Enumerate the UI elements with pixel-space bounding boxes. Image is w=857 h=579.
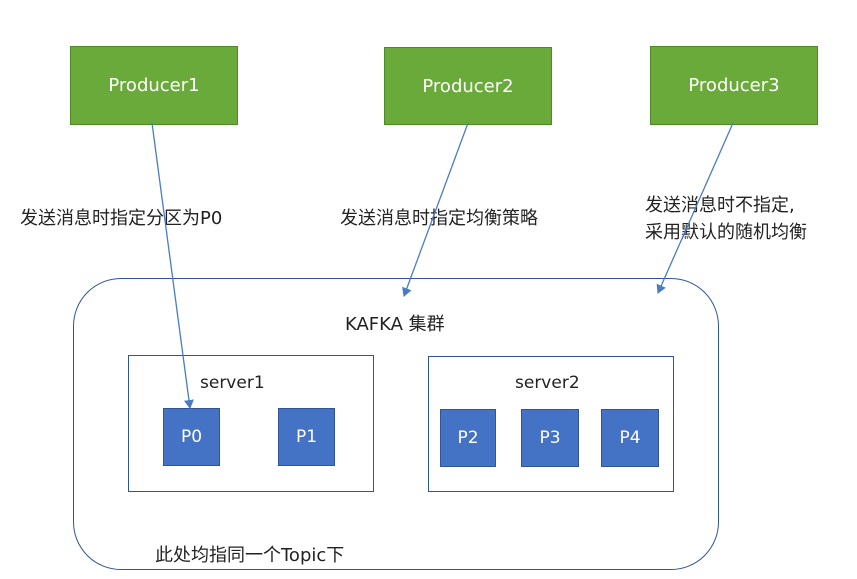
producer2-label: Producer2	[422, 75, 514, 97]
arrow-producer2-to-cluster	[402, 122, 469, 297]
partition-p3-label: P3	[539, 428, 561, 448]
producer1-annotation: 发送消息时指定分区为P0	[20, 208, 223, 229]
partition-p1-label: P1	[295, 427, 318, 447]
producer3-annotation-line2: 采用默认的随机均衡	[645, 222, 807, 243]
cluster-footer: 此处均指同一个Topic下	[155, 545, 345, 566]
partition-p1: P1	[278, 408, 335, 466]
cluster-title: KAFKA 集群	[345, 314, 445, 335]
partition-p2-label: P2	[457, 428, 479, 448]
producer2-annotation: 发送消息时指定均衡策略	[340, 208, 538, 229]
arrow-producer1-to-p0	[151, 122, 194, 409]
partition-p2: P2	[440, 409, 496, 467]
producer1-box: Producer1	[70, 46, 238, 125]
producer3-annotation-line1: 发送消息时不指定,	[645, 195, 795, 216]
server1-label: server1	[200, 373, 265, 393]
partition-p0-label: P0	[180, 427, 203, 447]
producer3-label: Producer3	[688, 75, 780, 96]
partition-p4: P4	[601, 409, 659, 467]
arrow-producer3-to-cluster	[656, 122, 734, 294]
producer3-box: Producer3	[650, 46, 818, 125]
producer2-box: Producer2	[384, 47, 552, 125]
producer1-label: Producer1	[108, 75, 200, 96]
partition-p4-label: P4	[619, 428, 641, 448]
partition-p3: P3	[521, 409, 579, 467]
kafka-cluster	[73, 278, 719, 570]
server2-label: server2	[515, 373, 580, 393]
